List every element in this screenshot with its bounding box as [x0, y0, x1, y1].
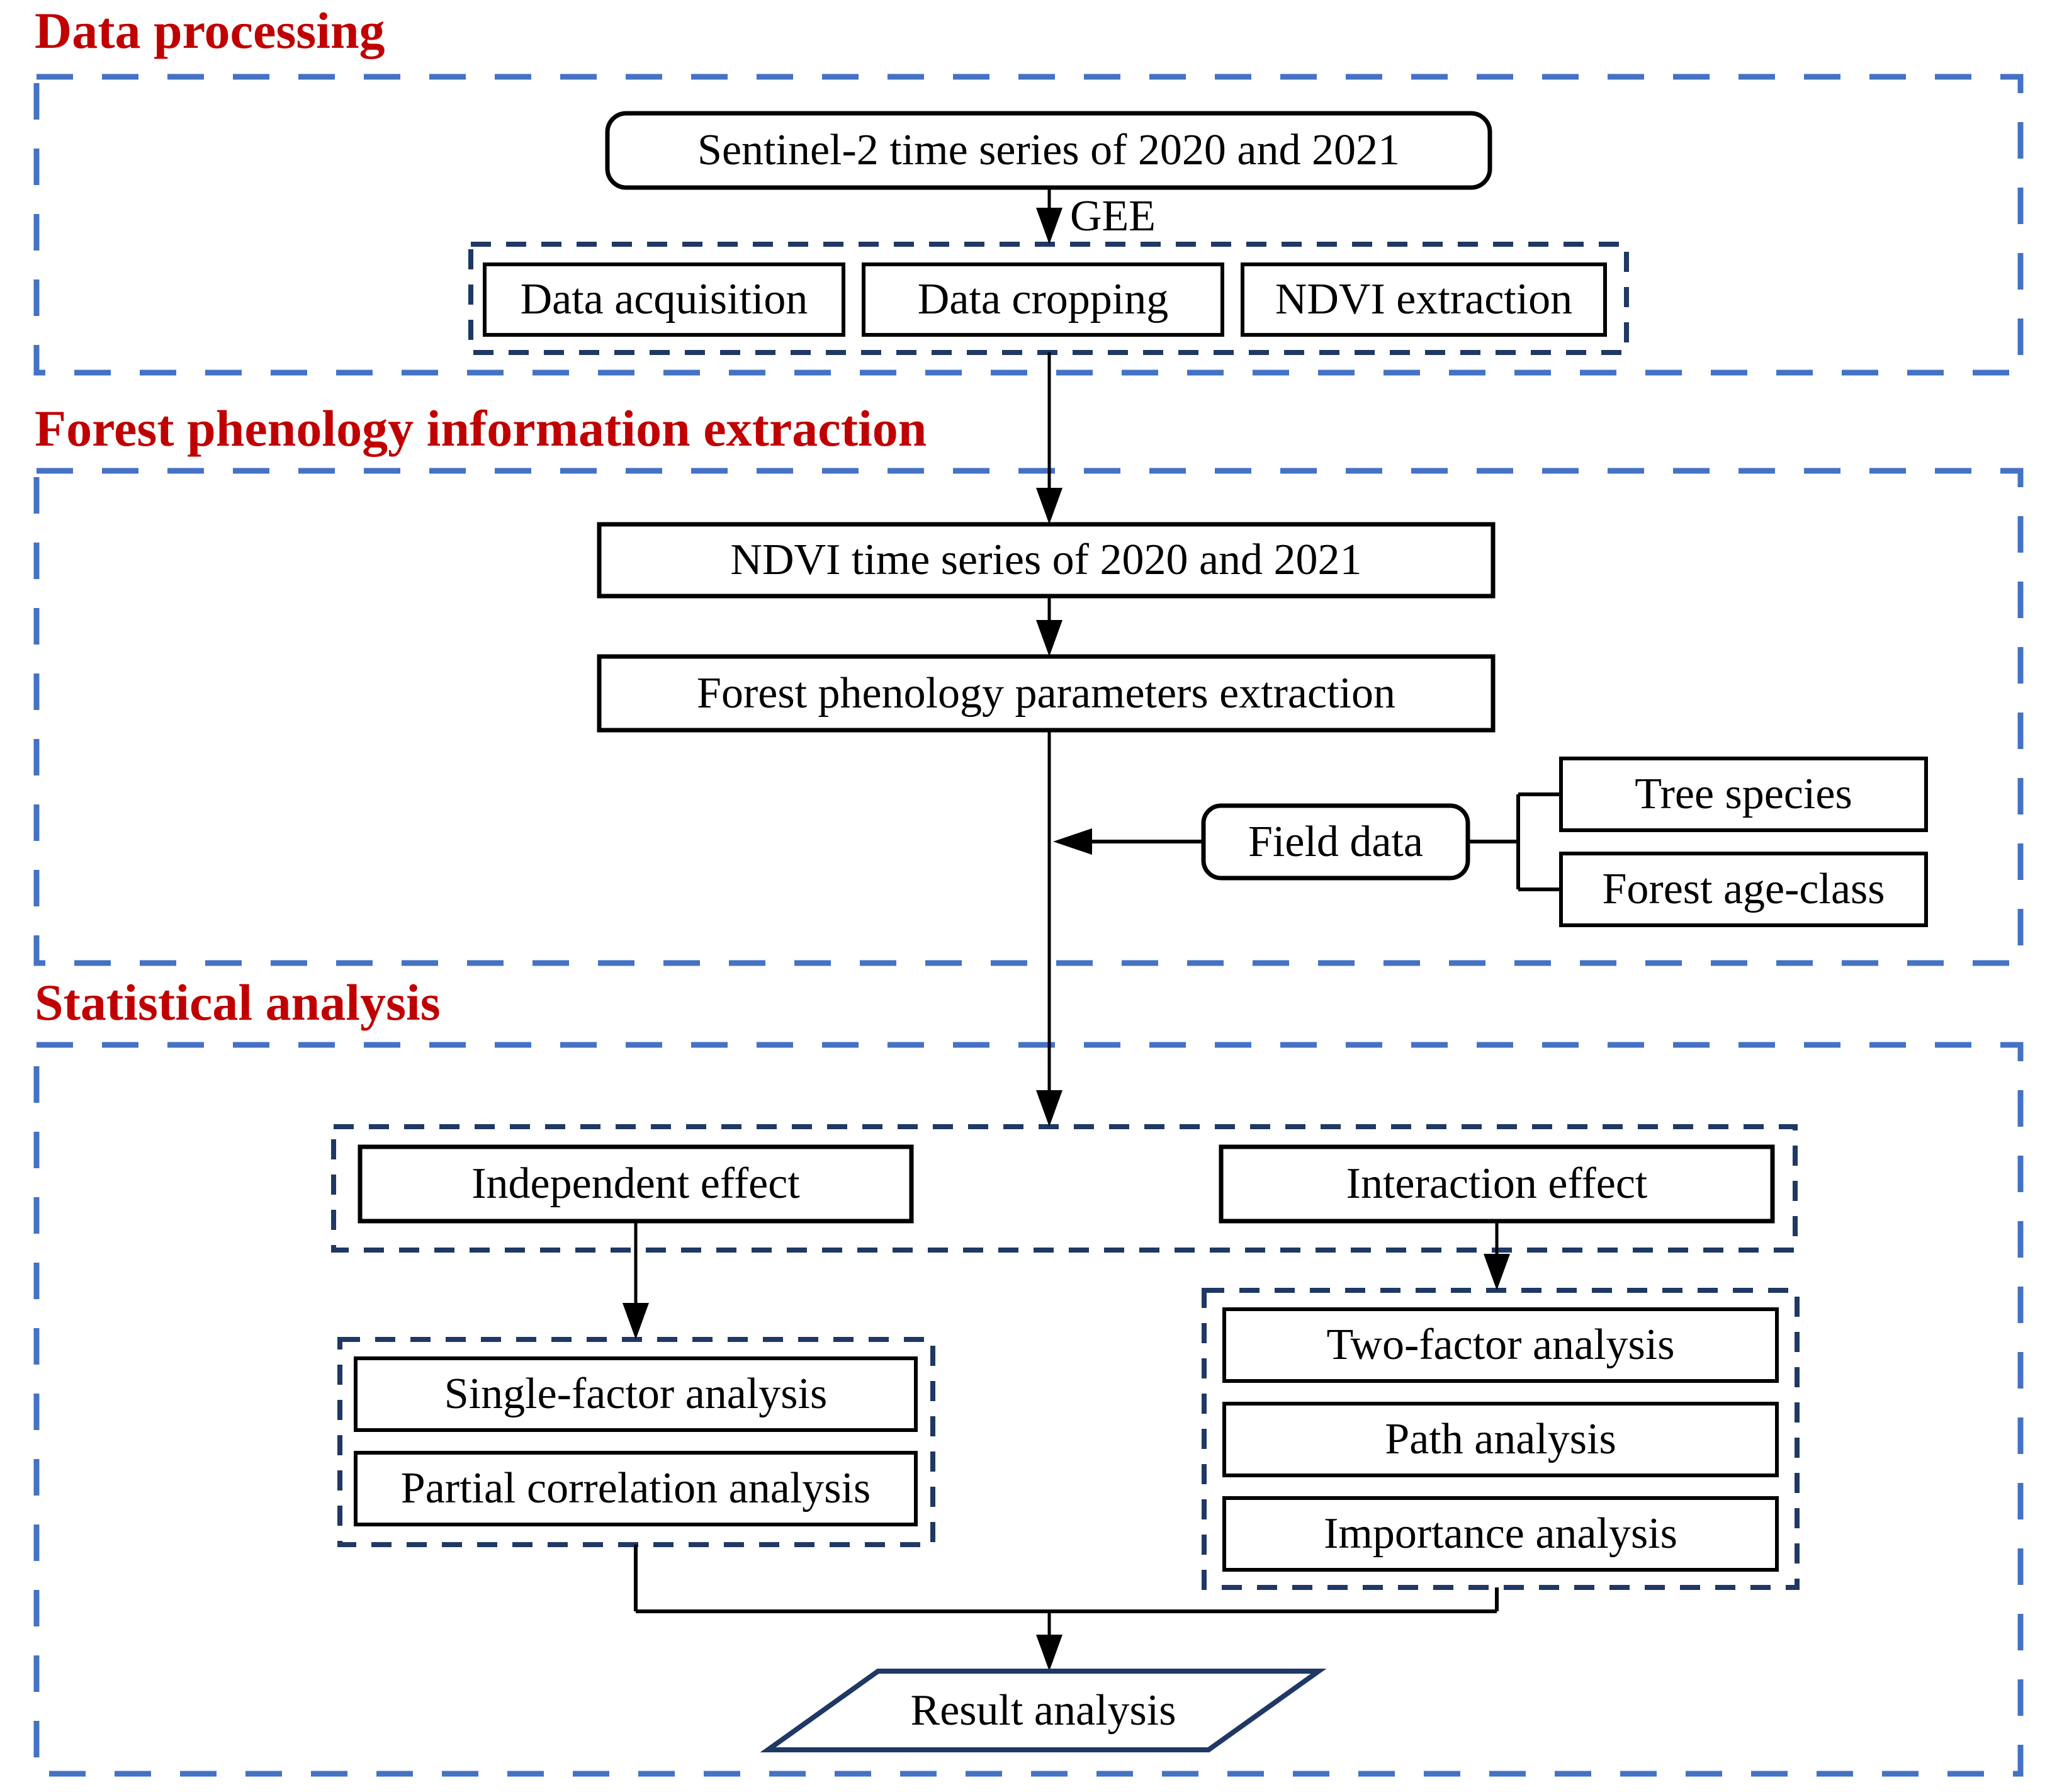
node-data-acquisition: Data acquisition — [520, 275, 808, 324]
node-box-partial-correlation — [354, 1451, 918, 1526]
node-box-ndvi-extraction — [1241, 262, 1607, 337]
section-title-forest-phenology: Forest phenology information extraction — [35, 400, 927, 457]
arrowhead-icon — [1484, 1254, 1510, 1290]
node-sentinel-time-series: Sentinel-2 time series of 2020 and 2021 — [697, 126, 1400, 174]
node-phenology-parameters: Forest phenology parameters extraction — [697, 668, 1395, 718]
node-field-data: Field data — [1248, 817, 1423, 866]
section-box-statistical-analysis — [33, 1042, 2024, 1777]
node-single-factor-analysis: Single-factor analysis — [444, 1370, 828, 1418]
node-result-analysis: Result analysis — [910, 1686, 1176, 1735]
node-interaction-effect: Interaction effect — [1346, 1159, 1648, 1208]
node-box-sentinel — [605, 111, 1492, 190]
node-box-data-acquisition — [483, 262, 845, 337]
node-tree-species: Tree species — [1635, 770, 1852, 818]
arrowhead-icon — [1036, 620, 1062, 657]
arrowhead-icon — [623, 1303, 649, 1339]
node-independent-effect: Independent effect — [471, 1159, 800, 1208]
node-data-cropping: Data cropping — [917, 275, 1169, 324]
section-title-statistical-analysis: Statistical analysis — [35, 974, 441, 1031]
node-forest-age-class: Forest age-class — [1602, 865, 1885, 913]
arrowhead-icon — [1036, 1635, 1062, 1671]
node-box-forest-age-class — [1559, 852, 1928, 927]
node-box-importance-analysis — [1222, 1496, 1779, 1572]
section-box-forest-phenology — [33, 468, 2024, 966]
arrowhead-icon — [1036, 208, 1062, 244]
node-box-interaction-effect — [1219, 1144, 1775, 1224]
node-partial-correlation-analysis: Partial correlation analysis — [400, 1464, 871, 1513]
node-parallelogram-result — [760, 1669, 1327, 1752]
node-box-field-data — [1201, 803, 1470, 881]
node-ndvi-time-series: NDVI time series of 2020 and 2021 — [730, 536, 1362, 584]
section-title-data-processing: Data processing — [35, 2, 385, 59]
group-box-effects — [331, 1124, 1798, 1253]
node-importance-analysis: Importance analysis — [1324, 1509, 1677, 1558]
section-box-data-processing — [33, 74, 2024, 376]
node-box-independent-effect — [358, 1144, 914, 1224]
arrowhead-icon — [1036, 1090, 1062, 1127]
node-box-path-analysis — [1222, 1402, 1779, 1477]
node-box-phenology-parameters — [597, 654, 1496, 733]
arrowhead-icon — [1036, 488, 1062, 524]
node-box-single-factor — [354, 1356, 918, 1432]
node-box-ndvi-time-series — [597, 522, 1496, 599]
node-path-analysis: Path analysis — [1385, 1415, 1616, 1463]
arrowhead-left-icon — [1053, 828, 1092, 855]
node-two-factor-analysis: Two-factor analysis — [1326, 1321, 1675, 1369]
node-ndvi-extraction: NDVI extraction — [1275, 275, 1573, 324]
edge-label-gee: GEE — [1070, 192, 1156, 240]
node-box-tree-species — [1559, 757, 1928, 832]
group-box-interaction-analyses — [1202, 1288, 1800, 1590]
node-box-two-factor — [1222, 1307, 1779, 1383]
node-box-data-cropping — [862, 262, 1224, 337]
